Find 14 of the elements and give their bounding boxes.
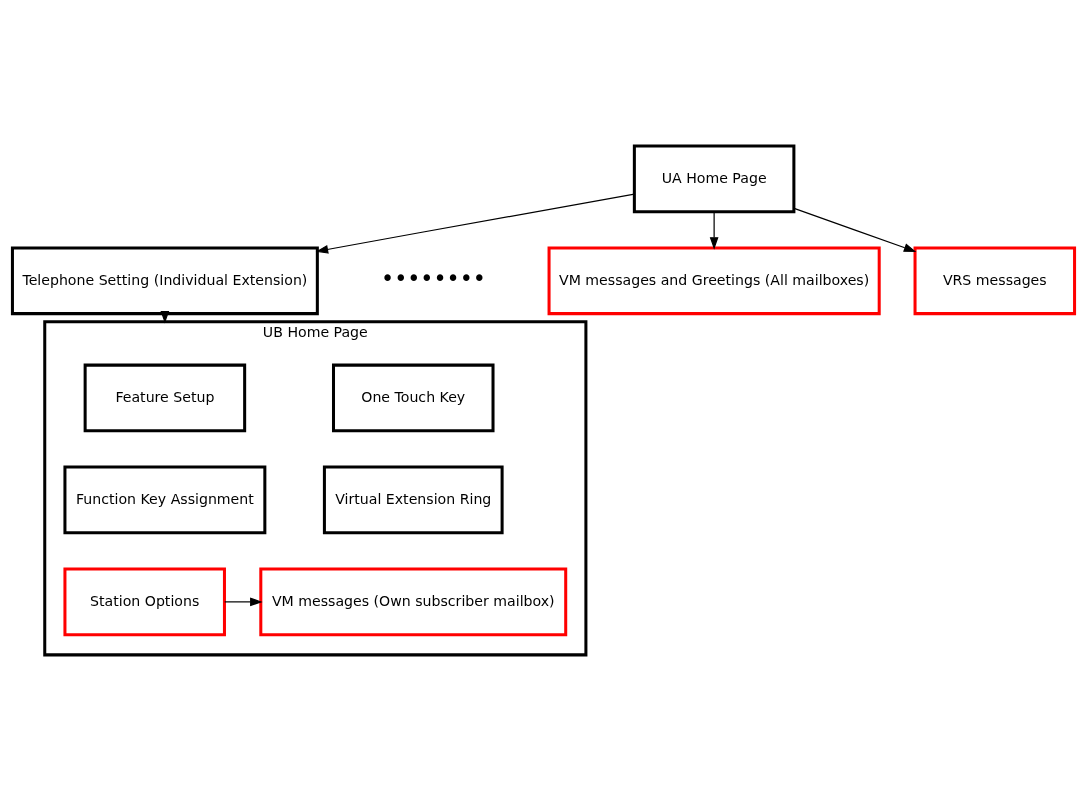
- node-box: UA Home Page: [632, 144, 796, 213]
- node-box: VRS messages: [913, 246, 1077, 315]
- arrow: [224, 597, 263, 606]
- node-box: VM messages and Greetings (All mailboxes): [547, 246, 881, 315]
- node-box: Feature Setup: [83, 363, 247, 432]
- arrow: [793, 207, 917, 252]
- node-box: VM messages (Own subscriber mailbox): [259, 567, 568, 636]
- node-box: Station Options: [63, 567, 226, 636]
- arrow: [709, 210, 719, 250]
- node-box: One Touch Key: [332, 363, 495, 432]
- node-box: Virtual Extension Ring: [322, 465, 504, 534]
- label: ••••••••: [381, 264, 486, 291]
- node-box: Function Key Assignment: [63, 465, 267, 534]
- arrow: [315, 192, 635, 254]
